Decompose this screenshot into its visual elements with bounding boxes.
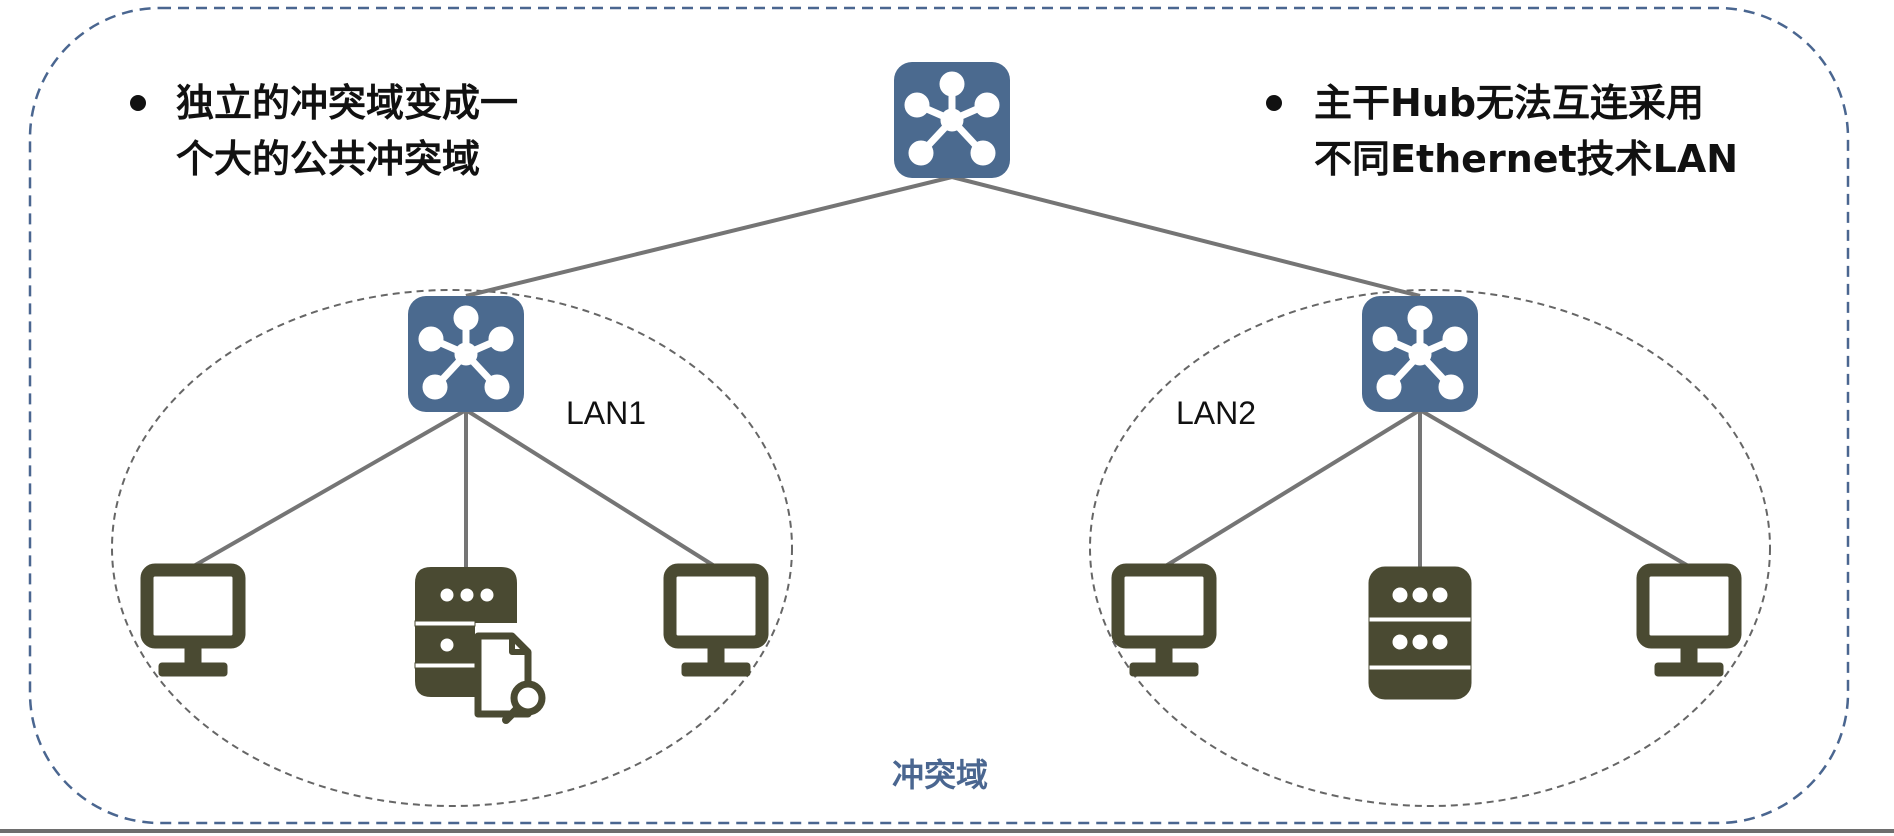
links	[191, 175, 1692, 570]
collision-domain-border	[28, 6, 1850, 825]
lan1-link-pc-left	[191, 408, 467, 569]
note-right: 主干Hub无法互连采用 不同Ethernet技术LAN	[1266, 81, 1738, 181]
lan1-link-pc-right	[464, 408, 718, 569]
lan2-link-pc-right	[1418, 408, 1692, 569]
server-icon	[414, 567, 517, 697]
bullet-icon	[130, 95, 146, 111]
pc-icon	[1636, 563, 1742, 677]
hub-icon	[408, 296, 524, 412]
backbone-link-right	[951, 175, 1421, 298]
note-right-line-1: 主干Hub无法互连采用	[1314, 81, 1704, 125]
lan1-boundary	[111, 289, 793, 807]
note-left-line-2: 个大的公共冲突域	[176, 137, 480, 181]
file-search-icon	[474, 632, 546, 724]
note-right-line-2: 不同Ethernet技术LAN	[1314, 137, 1738, 181]
note-left-line-1: 独立的冲突域变成一	[176, 81, 518, 125]
note-left: 独立的冲突域变成一 个大的公共冲突域	[130, 81, 518, 181]
backbone-link-left	[465, 175, 953, 298]
lan2-boundary	[1089, 289, 1771, 807]
hub-icon	[1362, 296, 1478, 412]
lan2-link-pc-left	[1162, 408, 1422, 569]
collision-domain-label: 冲突域	[892, 756, 988, 794]
pc-icon	[140, 563, 246, 677]
server-icon	[1368, 566, 1472, 700]
lan1-label: LAN1	[566, 395, 646, 431]
bullet-icon	[1266, 95, 1282, 111]
lan2-label: LAN2	[1176, 395, 1256, 431]
hub-icon	[894, 62, 1010, 178]
pc-icon	[663, 563, 769, 677]
pc-icon	[1111, 563, 1217, 677]
